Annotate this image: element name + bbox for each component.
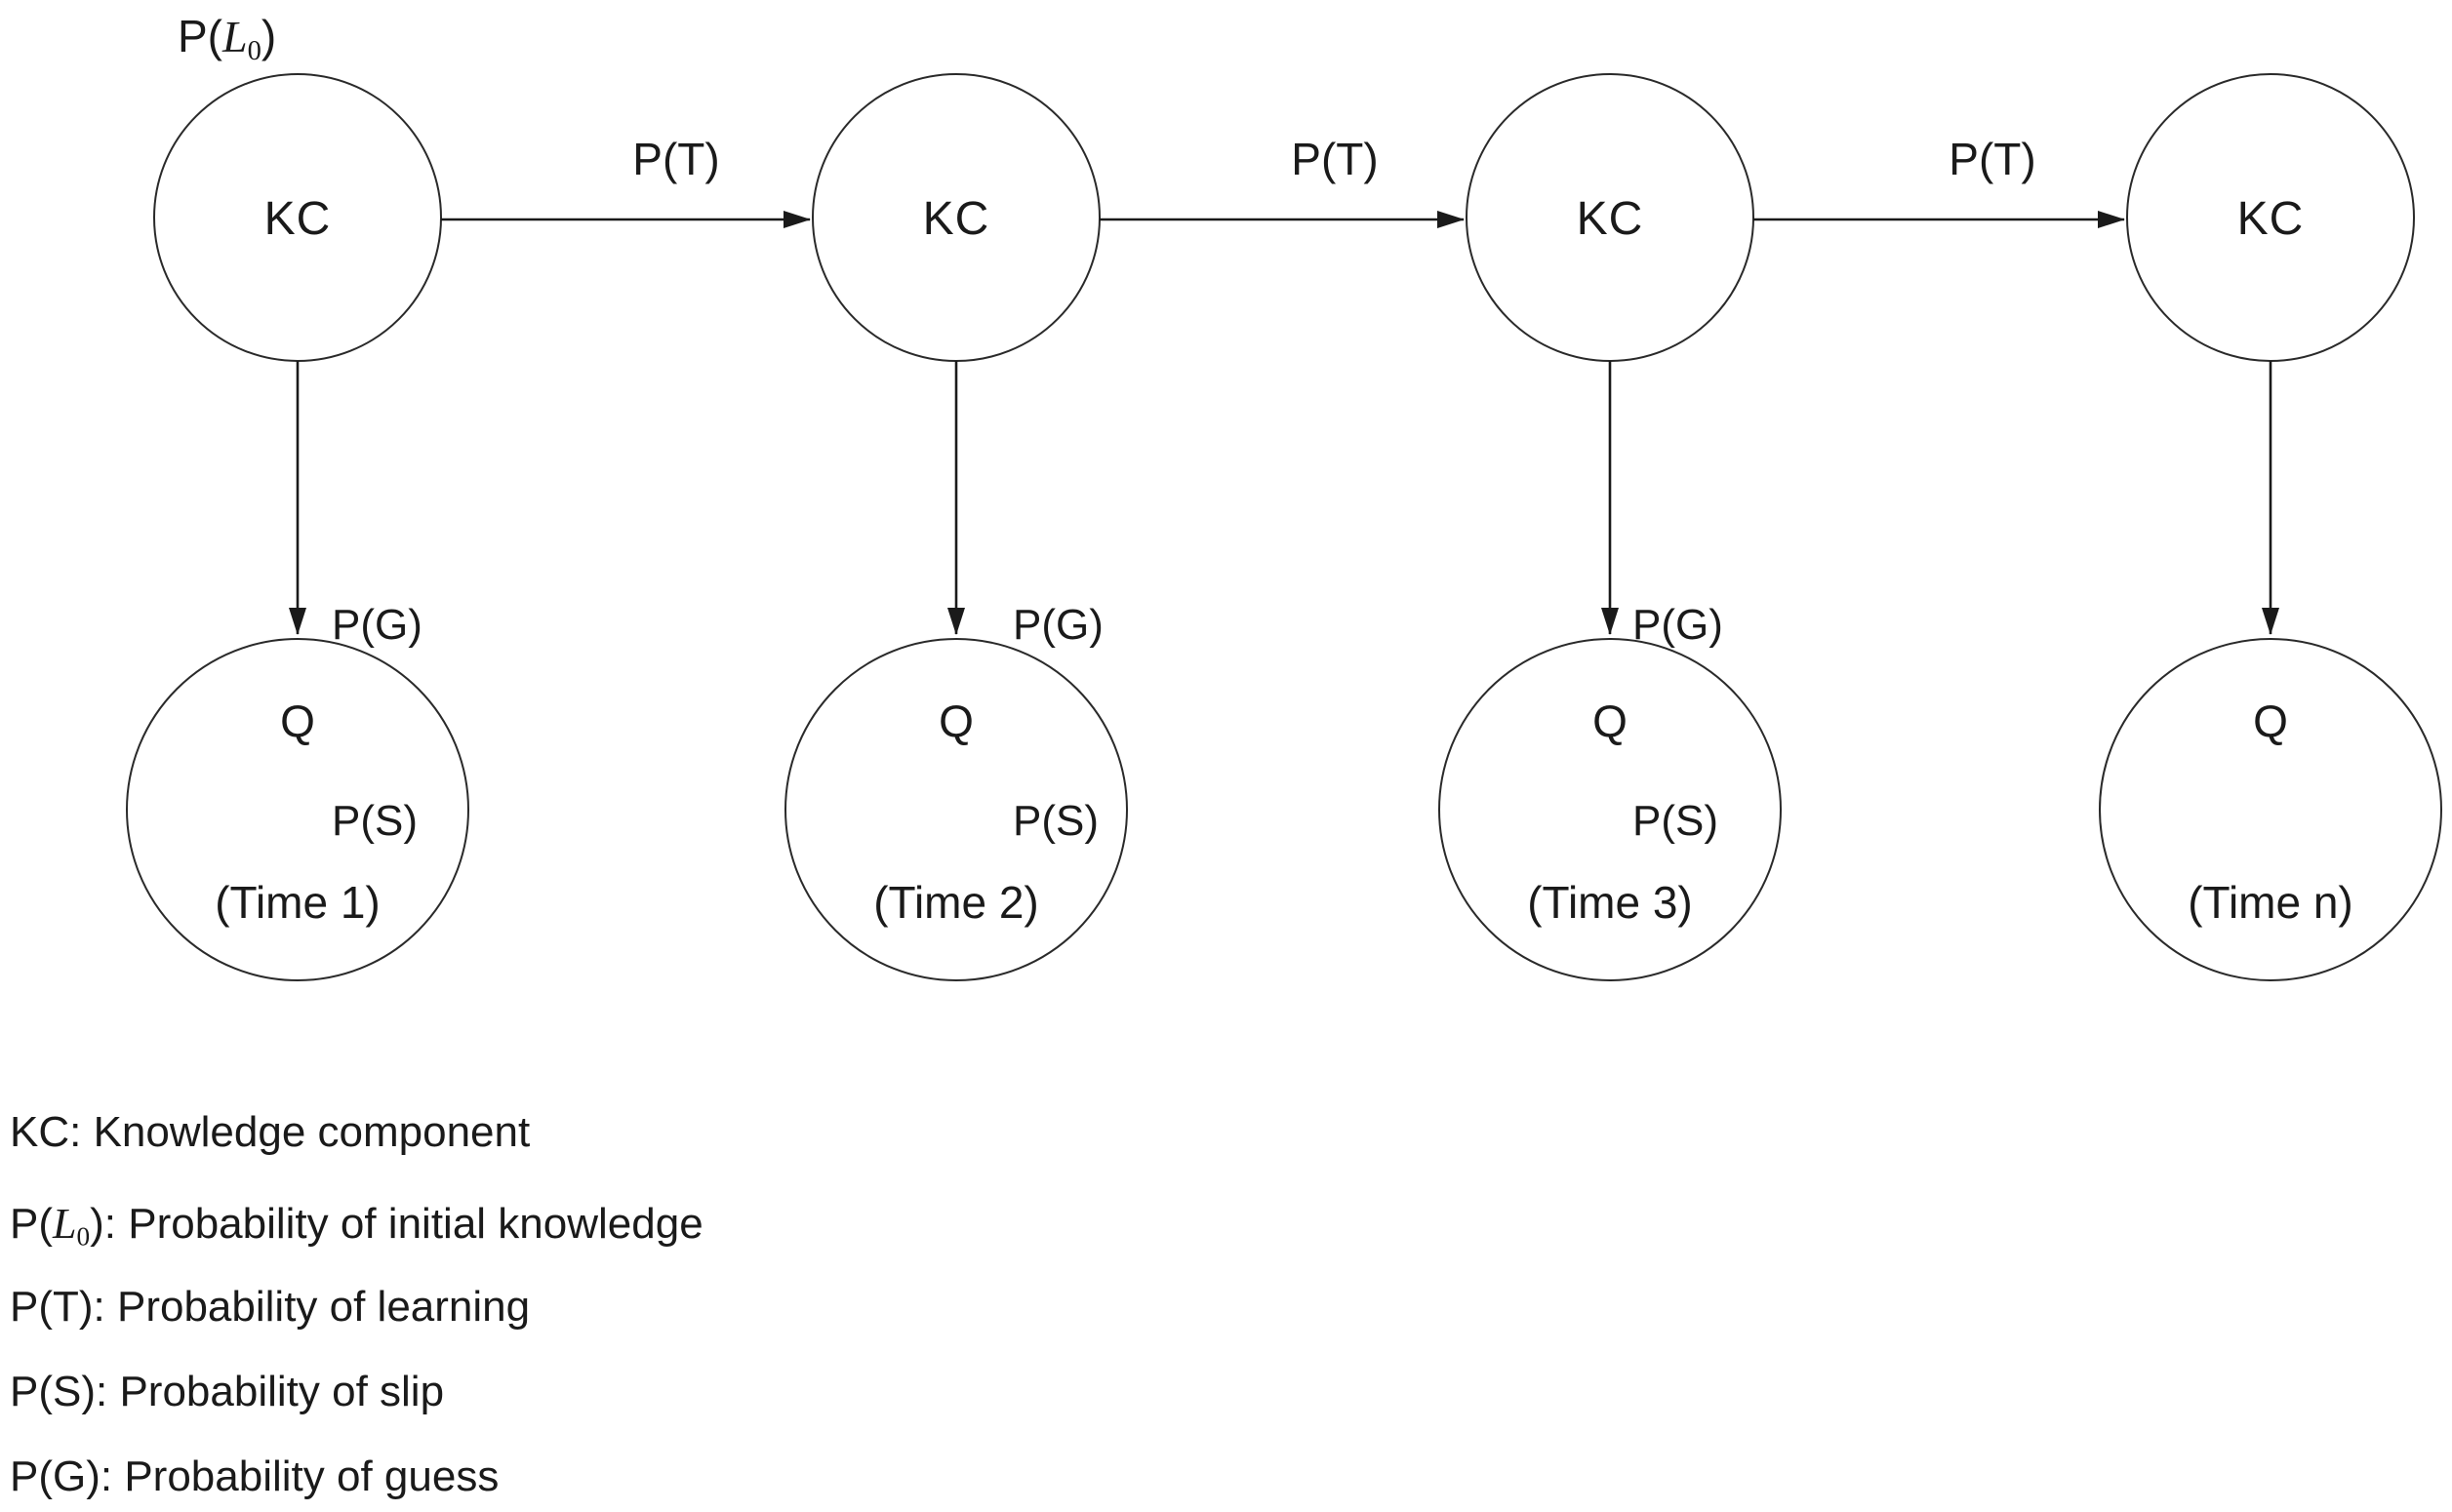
emission-label-3: P(G) P(S) <box>1632 461 1723 984</box>
legend-l0-subscript: 0 <box>76 1221 91 1252</box>
q-node-name: Q <box>280 696 315 746</box>
legend-initial-knowledge: P(L0): Probability of initial knowledge <box>10 1199 703 1262</box>
q-node-time: (Time 3) <box>1527 877 1693 928</box>
legend-l0-variable: L <box>53 1200 77 1248</box>
kc-node-label-1: KC <box>263 193 332 245</box>
initial-probability-label: P(L0) <box>178 10 276 78</box>
transition-label-1: P(T) <box>632 134 720 184</box>
kc-node-label-3: KC <box>1576 193 1644 245</box>
transition-label-2: P(T) <box>1291 134 1379 184</box>
guess-probability-label: P(G) <box>1632 601 1723 649</box>
legend-kc: KC: Knowledge component <box>10 1108 531 1156</box>
q-node-circle-2 <box>784 638 1128 981</box>
kc-node-label-2: KC <box>922 193 990 245</box>
q-node-name: Q <box>2253 696 2288 746</box>
slip-probability-label: P(S) <box>1632 797 1718 845</box>
guess-probability-label: P(G) <box>332 601 422 649</box>
q-node-circle-3 <box>1438 638 1782 981</box>
q-node-circle-4 <box>2099 638 2442 981</box>
legend-l0-rest: ): Probability of initial knowledge <box>90 1200 703 1248</box>
q-node-label-1: Q (Time 1) <box>215 570 381 1054</box>
guess-probability-label: P(G) <box>1013 601 1104 649</box>
initial-label-suffix: ) <box>261 11 277 61</box>
q-node-time: (Time n) <box>2188 877 2353 928</box>
q-node-time: (Time 2) <box>873 877 1039 928</box>
initial-label-variable: L <box>222 12 248 61</box>
initial-label-subscript: 0 <box>247 35 261 66</box>
q-node-name: Q <box>939 696 974 746</box>
legend-slip: P(S): Probability of slip <box>10 1368 445 1415</box>
q-node-circle-1 <box>126 638 469 981</box>
legend-learning: P(T): Probability of learning <box>10 1283 531 1331</box>
q-node-name: Q <box>1592 696 1628 746</box>
q-node-label-3: Q (Time 3) <box>1527 570 1693 1054</box>
emission-label-1: P(G) P(S) <box>332 461 422 984</box>
q-node-time: (Time 1) <box>215 877 381 928</box>
q-node-label-4: Q (Time n) <box>2188 570 2353 1054</box>
legend-l0-prefix: P( <box>10 1200 53 1248</box>
legend-guess: P(G): Probability of guess <box>10 1452 500 1500</box>
initial-label-prefix: P( <box>178 11 222 61</box>
kc-node-label-4: KC <box>2236 193 2305 245</box>
transition-label-3: P(T) <box>1949 134 2036 184</box>
q-node-label-2: Q (Time 2) <box>873 570 1039 1054</box>
emission-label-2: P(G) P(S) <box>1013 461 1104 984</box>
slip-probability-label: P(S) <box>1013 797 1099 845</box>
slip-probability-label: P(S) <box>332 797 418 845</box>
